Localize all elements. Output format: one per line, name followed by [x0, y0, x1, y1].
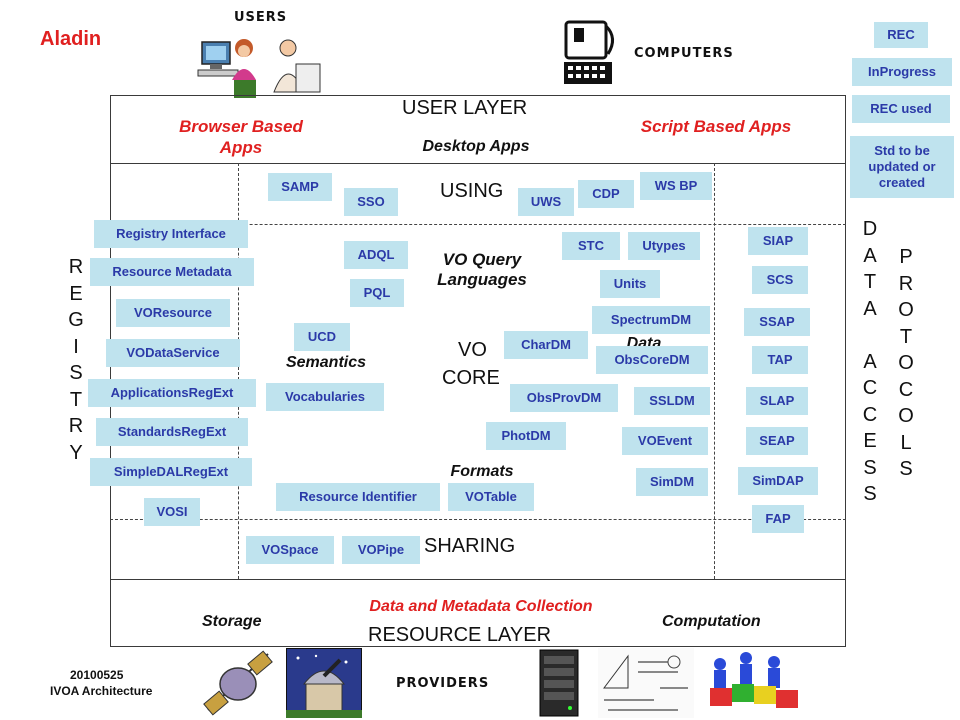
computers-label: COMPUTERS [634, 46, 734, 61]
users-icon [197, 39, 321, 98]
resource-layer-label: RESOURCE LAYER [368, 624, 552, 646]
obsprovdm-box: ObsProvDM [510, 384, 618, 412]
vocabularies-box: Vocabularies [266, 383, 384, 411]
server-icon [539, 649, 579, 717]
vospace-box: VOSpace [246, 536, 334, 564]
cdp-box: CDP [578, 180, 634, 208]
observatory-icon [286, 648, 362, 718]
resource-metadata-box: Resource Metadata [90, 258, 254, 286]
siap-box: SIAP [748, 227, 808, 255]
scs-box: SCS [752, 266, 808, 294]
seap-box: SEAP [746, 427, 808, 455]
simpledalregext-box: SimpleDALRegExt [90, 458, 252, 486]
utypes-box: Utypes [628, 232, 700, 260]
browser-apps-label: Browser Based Apps [179, 117, 303, 158]
voresource-box: VOResource [116, 299, 230, 327]
providers-label: PROVIDERS [396, 676, 490, 691]
desktop-apps-label: Desktop Apps [422, 138, 530, 155]
vo-query-label: VO Query Languages [437, 250, 527, 290]
user-layer-divider [110, 163, 846, 164]
storage-label: Storage [202, 613, 262, 630]
adql-box: ADQL [344, 241, 408, 269]
ssap-box: SSAP [744, 308, 810, 336]
date-label: 20100525 [70, 668, 124, 682]
applicationsregext-box: ApplicationsRegExt [88, 379, 256, 407]
fap-box: FAP [752, 505, 804, 533]
app-title: Aladin [40, 28, 102, 50]
sharing-label: SHARING [424, 535, 516, 557]
legend-in-progress: InProgress [852, 58, 952, 86]
voevent-box: VOEvent [622, 427, 708, 455]
users-label: USERS [234, 10, 288, 25]
math-formulas-icon [598, 648, 694, 718]
core-top-dash [110, 224, 846, 225]
wsbp-box: WS BP [640, 172, 712, 200]
standardsregext-box: StandardsRegExt [96, 418, 248, 446]
slap-box: SLAP [746, 387, 808, 415]
resource-identifier-box: Resource Identifier [276, 483, 440, 511]
using-label: USING [440, 180, 504, 202]
simdap-box: SimDAP [738, 467, 818, 495]
tap-box: TAP [752, 346, 808, 374]
ssldm-box: SSLDM [634, 387, 710, 415]
right-dash [714, 163, 715, 579]
vo-core-label-2: CORE [442, 367, 500, 389]
left-dash [238, 163, 239, 579]
registry-interface-box: Registry Interface [94, 220, 248, 248]
legend-rec: REC [874, 22, 928, 48]
script-apps-label: Script Based Apps [640, 117, 792, 136]
photdm-box: PhotDM [486, 422, 566, 450]
votable-box: VOTable [448, 483, 534, 511]
user-layer-label: USER LAYER [402, 97, 528, 119]
teamwork-puzzle-icon [710, 652, 798, 708]
samp-box: SAMP [268, 173, 332, 201]
uws-box: UWS [518, 188, 574, 216]
simdm-box: SimDM [636, 468, 708, 496]
vosi-box: VOSI [144, 498, 200, 526]
vopipe-box: VOPipe [342, 536, 420, 564]
legend-rec-used: REC used [852, 95, 950, 123]
legend-std-update: Std to be updated or created [850, 136, 954, 198]
units-box: Units [600, 270, 660, 298]
sso-box: SSO [344, 188, 398, 216]
ucd-box: UCD [294, 323, 350, 351]
vodataservice-box: VODataService [106, 339, 240, 367]
stc-box: STC [562, 232, 620, 260]
subtitle-label: IVOA Architecture [50, 684, 153, 698]
data-collection-label: Data and Metadata Collection [369, 598, 593, 615]
architecture-frame [110, 95, 846, 647]
formats-label: Formats [450, 463, 514, 480]
core-bottom-dash [110, 519, 846, 520]
semantics-label: Semantics [285, 354, 367, 371]
pql-box: PQL [350, 279, 404, 307]
satellite-icon [203, 650, 273, 716]
computer-icon [564, 20, 614, 84]
chardm-box: CharDM [504, 331, 588, 359]
obscoredm-box: ObsCoreDM [596, 346, 708, 374]
vo-core-label-1: VO [458, 339, 487, 361]
spectrumdm-box: SpectrumDM [592, 306, 710, 334]
resource-layer-divider [110, 579, 846, 580]
computation-label: Computation [662, 613, 761, 630]
